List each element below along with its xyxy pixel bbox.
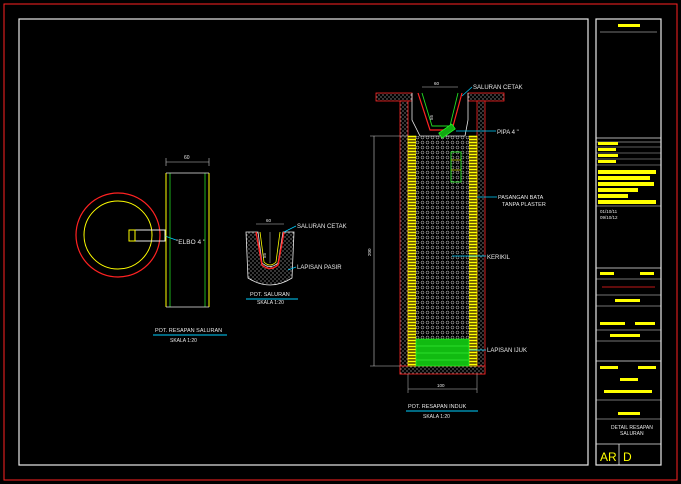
- label-lapisan-ijuk: LAPISAN IJUK: [487, 348, 527, 354]
- block-bar-9: [620, 378, 638, 381]
- dim-top-label: 60: [434, 81, 440, 86]
- label-pipa: PIPA 4 ": [497, 130, 519, 136]
- project-info-6: [598, 200, 656, 204]
- saluran-cetak-inner: [259, 231, 281, 266]
- project-info-2: [598, 176, 650, 180]
- info-label-2: [598, 148, 616, 151]
- block-bar-5: [635, 322, 655, 325]
- label-tanpa-plaster: TANPA PLASTER: [502, 202, 546, 208]
- elbo-pipe-cap: [128, 229, 136, 242]
- cetak-funnel-inner: [421, 92, 459, 127]
- block-bar-4: [600, 322, 625, 325]
- dim-depth-label: 55: [262, 252, 267, 258]
- label-kerikil: KERIKIL: [487, 255, 511, 261]
- label-lapisan-pasir: LAPISAN PASIR: [297, 265, 342, 271]
- detail-saluran[interactable]: 55 60 SALURAN CETAK LAPISAN PASIR POT. S…: [245, 218, 347, 306]
- project-info-5: [598, 194, 628, 198]
- drawing-area-border: [18, 18, 589, 466]
- pasir-leader: [287, 266, 297, 271]
- code-label-2: D: [623, 450, 632, 464]
- code-label-1: AR: [600, 450, 617, 464]
- info-label-1: [598, 142, 618, 145]
- caption-title: POT. RESAPAN INDUK: [408, 404, 467, 410]
- title-block[interactable]: 01/10/11 09/10/12 DETAIL RESAPAN SALURAN…: [595, 18, 662, 466]
- caption-scale: SKALA 1:20: [170, 338, 197, 344]
- sheet-outer-frame: [3, 3, 678, 481]
- elbo-label: "ELBO 4 ": [176, 239, 206, 246]
- dim-side-label: 55: [429, 114, 434, 120]
- block-bar-6: [610, 334, 640, 337]
- label-saluran-cetak: SALURAN CETAK: [473, 85, 523, 91]
- outer-wall-left: [399, 100, 409, 375]
- cetak-leader: [461, 86, 473, 97]
- caption-title: POT. RESAPAN SALURAN: [155, 328, 222, 334]
- bottom-wall: [399, 365, 486, 375]
- block-bar-3: [615, 299, 640, 302]
- caption-scale: SKALA 1:20: [257, 300, 284, 306]
- manhole-outer-ring: [75, 192, 161, 278]
- dim-height-label: 200: [367, 248, 372, 256]
- top-slab-right: [467, 92, 505, 102]
- project-info-1: [598, 170, 656, 174]
- number-2: 09/10/12: [600, 215, 618, 220]
- block-bar-1: [600, 272, 614, 275]
- info-label-3: [598, 154, 618, 157]
- project-info-4: [598, 188, 638, 192]
- saluran-cetak-shape: [255, 231, 285, 270]
- outer-wall-right: [476, 100, 486, 375]
- title-header-bar: [618, 24, 640, 27]
- detail-title-line-2: SALURAN: [620, 431, 644, 437]
- elbo-leader: [164, 235, 177, 241]
- detail-resapan-saluran[interactable]: "ELBO 4 " 60 POT. RESAPAN SALURAN SKALA …: [75, 155, 227, 344]
- detail-resapan-induk[interactable]: 60 55 200 100 SALURAN CETAK PIPA 4 " PAS…: [367, 81, 546, 420]
- ijuk-layer: [415, 338, 470, 367]
- pipe-4in: [438, 123, 456, 139]
- label-pasangan-bata: PASANGAN BATA: [498, 195, 544, 201]
- vertical-pipe: [450, 151, 462, 183]
- caption-scale: SKALA 1:20: [423, 414, 450, 420]
- block-bar-11: [618, 412, 640, 415]
- dim-top-label: 60: [184, 155, 190, 161]
- brick-wall-right: [468, 135, 478, 367]
- number-1: 01/10/11: [600, 209, 618, 214]
- dim-top-label: 60: [266, 218, 272, 223]
- detail-title-line-1: DETAIL RESAPAN: [611, 425, 653, 431]
- label-saluran-cetak: SALURAN CETAK: [297, 224, 347, 230]
- dim-bottom-label: 100: [437, 383, 445, 388]
- block-bar-2: [640, 272, 654, 275]
- block-bar-8: [638, 366, 656, 369]
- info-label-4: [598, 160, 616, 163]
- caption-title: POT. SALURAN: [250, 292, 290, 298]
- brick-wall-left: [407, 135, 417, 367]
- cetak-leader: [283, 225, 297, 233]
- cetak-funnel: [417, 92, 463, 131]
- project-info-3: [598, 182, 654, 186]
- manhole-inner-ring: [83, 200, 153, 270]
- top-slab-left: [375, 92, 413, 102]
- block-bar-7: [600, 366, 618, 369]
- title-block-border: [595, 18, 662, 466]
- block-bar-10: [604, 390, 652, 393]
